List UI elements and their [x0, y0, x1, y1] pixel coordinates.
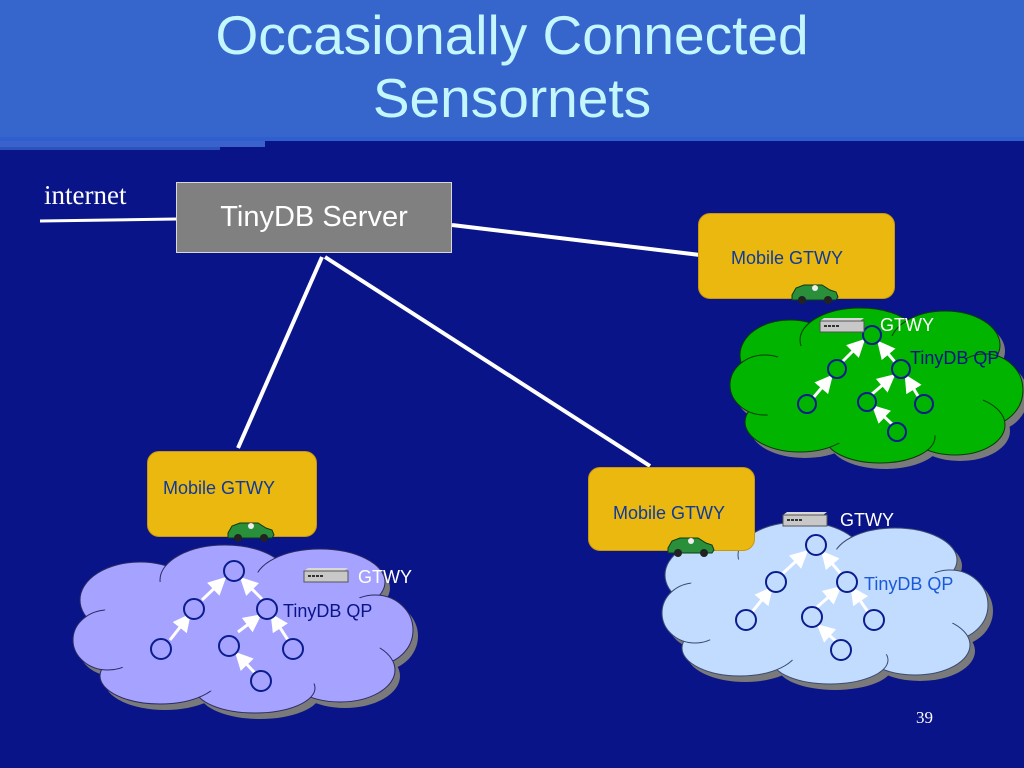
sensor-node [914, 394, 934, 414]
title-stripe-accent-2 [0, 147, 220, 150]
sensor-node [827, 359, 847, 379]
sensor-edge [821, 550, 843, 575]
link-server-gtwy-right [323, 255, 652, 468]
sensor-edge [871, 404, 895, 427]
car-icon [667, 537, 715, 557]
sensor-cloud-green [729, 307, 1024, 469]
sensor-edge [850, 586, 870, 613]
sensor-node [887, 422, 907, 442]
sensor-node [250, 670, 272, 692]
sensor-edge [816, 586, 842, 609]
sensor-edge [168, 613, 191, 641]
sensor-edge [200, 576, 227, 602]
link-server-gtwy-top [451, 223, 701, 257]
sensor-edge [234, 651, 257, 675]
sensor-node [256, 598, 278, 620]
sensor-edge [816, 624, 839, 645]
sensor-cloud-purple [72, 544, 418, 719]
sensor-node [282, 638, 304, 660]
gtwy-label: GTWY [840, 510, 894, 530]
slide-title: Occasionally Connected Sensornets [0, 4, 1024, 130]
sensor-edge [750, 586, 773, 613]
sensor-node [836, 571, 858, 593]
mobile-gateway-label: Mobile GTWY [163, 478, 276, 498]
tinydb-server-box: TinyDB Server [176, 182, 452, 253]
sensor-node [150, 638, 172, 660]
gateway-device-icon [303, 568, 349, 583]
sensor-edge [877, 340, 897, 363]
sensor-edge [780, 549, 809, 576]
sensor-node [891, 359, 911, 379]
tinydb-qp-label: TinyDB QP [864, 574, 954, 594]
sensor-edge [811, 374, 833, 399]
sensor-node [830, 639, 852, 661]
gtwy-label: GTWY [880, 315, 934, 335]
sensor-node [223, 560, 245, 582]
internet-link [39, 217, 178, 223]
sensor-node [797, 394, 817, 414]
gtwy-label: GTWY [358, 567, 412, 587]
title-stripe [0, 137, 1024, 141]
car-icon [791, 284, 839, 304]
sensor-cloud-lightblue [661, 521, 993, 690]
slide-title-line-2: Sensornets [372, 67, 652, 129]
gateway-device-icon [782, 512, 828, 527]
sensor-edge [871, 374, 896, 396]
sensor-node [765, 571, 787, 593]
page-number: 39 [916, 708, 933, 727]
sensor-edge [904, 374, 922, 397]
sensor-node [805, 534, 827, 556]
sensor-node [801, 606, 823, 628]
tinydb-qp-label: TinyDB QP [283, 601, 373, 621]
sensor-edge [840, 338, 866, 364]
sensor-node [735, 609, 757, 631]
mobile-gateway-label: Mobile GTWY [731, 248, 844, 268]
mobile-gateway-label: Mobile GTWY [613, 503, 726, 523]
internet-label: internet [44, 180, 127, 210]
slide-title-line-1: Occasionally Connected [215, 4, 809, 66]
title-stripe-accent [0, 141, 265, 147]
car-icon [227, 522, 275, 542]
gateway-device-icon [819, 318, 865, 333]
sensor-node [183, 598, 205, 620]
mobile-gateway-box: Mobile GTWY [698, 213, 895, 299]
sensor-edge [270, 613, 290, 641]
sensor-edge [239, 576, 264, 601]
sensor-edge [237, 614, 262, 634]
tinydb-qp-label: TinyDB QP [910, 348, 1000, 368]
sensor-node [863, 609, 885, 631]
mobile-gateway-box: Mobile GTWY [588, 467, 755, 551]
link-server-gtwy-left [236, 256, 324, 449]
sensor-node [218, 635, 240, 657]
sensor-node [862, 325, 882, 345]
title-bar [0, 0, 1024, 137]
sensor-node [857, 392, 877, 412]
